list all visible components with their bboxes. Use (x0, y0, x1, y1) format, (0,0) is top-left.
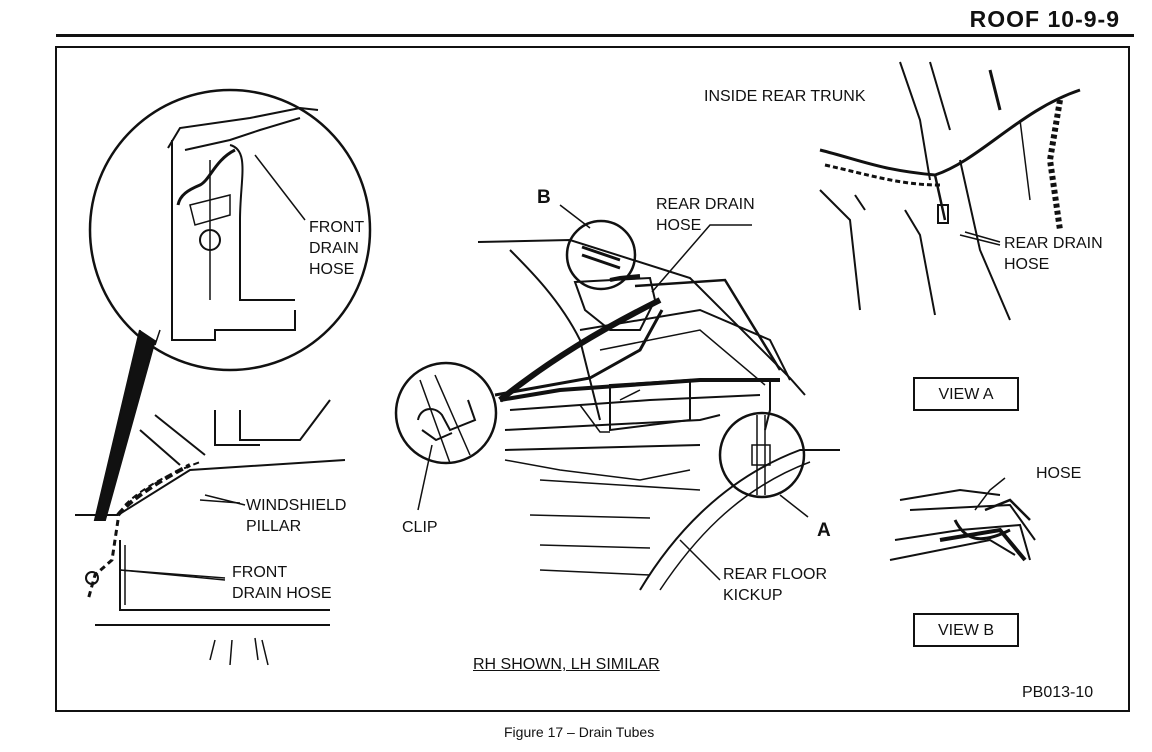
figure-code: PB013-10 (1022, 684, 1094, 701)
rh-shown-note: RH SHOWN, LH SIMILAR (473, 656, 660, 673)
inset-leader-wedge (93, 329, 156, 521)
figure-caption: Figure 17 – Drain Tubes (504, 724, 655, 740)
callout-circle-b (565, 219, 637, 291)
rear-drain-hose-view-a-label: REAR DRAIN HOSE (1004, 235, 1103, 273)
callout-b-label: B (537, 187, 551, 208)
hose-label: HOSE (1036, 465, 1082, 482)
clip-detail-circle (394, 361, 498, 465)
rear-floor-kickup-label: REAR FLOOR KICKUP (723, 566, 828, 604)
front-drain-inset (88, 88, 372, 372)
rear-quarter-main-view (477, 238, 840, 591)
front-drain-hose-label: FRONT DRAIN HOSE (232, 564, 332, 602)
callout-circle-a (718, 411, 806, 499)
front-drain-hose-inset-label: FRONT DRAIN HOSE (309, 219, 365, 278)
inside-rear-trunk-label: INSIDE REAR TRUNK (704, 88, 866, 105)
rear-drain-hose-main-label: REAR DRAIN HOSE (656, 196, 755, 234)
page-header-title: ROOF 10-9-9 (969, 6, 1120, 32)
view-b-illustration (889, 477, 1036, 562)
view-b-box: VIEW B (913, 613, 1019, 647)
clip-label: CLIP (402, 519, 438, 536)
windshield-pillar-area (75, 399, 346, 666)
view-a-box: VIEW A (913, 377, 1019, 411)
figure-frame (55, 46, 1130, 712)
callout-a-label: A (817, 520, 831, 541)
header-rule (56, 34, 1134, 37)
windshield-pillar-label: WINDSHIELD PILLAR (246, 497, 347, 535)
view-a-illustration (819, 61, 1081, 321)
